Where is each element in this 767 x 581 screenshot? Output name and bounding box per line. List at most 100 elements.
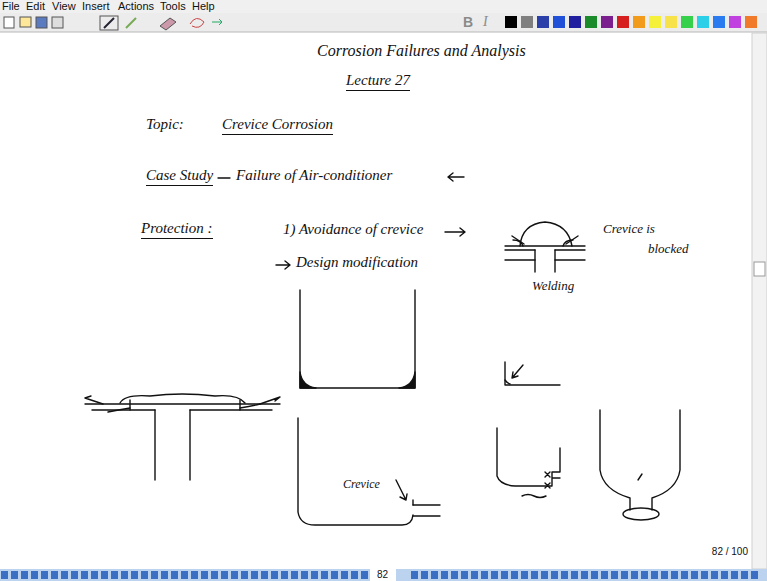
status-segment <box>671 571 678 579</box>
annotation: Crevice <box>343 478 380 492</box>
status-segment <box>41 571 48 579</box>
page-number: 82 <box>377 569 388 581</box>
annotation: Welding <box>532 279 574 294</box>
menu-item: Edit <box>26 0 45 13</box>
arrow <box>276 261 290 269</box>
page-title: Corrosion Failures and Analysis <box>317 42 526 60</box>
status-segment <box>421 571 428 579</box>
status-segment <box>621 571 628 579</box>
status-segment <box>271 571 278 579</box>
status-segment <box>301 571 308 579</box>
status-segment <box>281 571 288 579</box>
status-segment <box>241 571 248 579</box>
status-segment <box>721 571 728 579</box>
arrow <box>448 173 464 181</box>
status-segment <box>81 571 88 579</box>
status-segment <box>351 571 358 579</box>
scroll-thumb <box>754 262 765 276</box>
toolbar-button: I <box>483 14 488 30</box>
toolbar-icons <box>4 16 222 30</box>
note-text: Failure of Air-conditioner <box>236 167 392 184</box>
status-segment <box>731 571 738 579</box>
note-text: 1) Avoidance of crevice <box>283 221 423 238</box>
status-segment <box>31 571 38 579</box>
status-segment <box>511 571 518 579</box>
status-segment <box>711 571 718 579</box>
scroll-bar <box>752 33 767 569</box>
status-patch <box>370 569 396 581</box>
status-segment <box>331 571 338 579</box>
status-segment <box>51 571 58 579</box>
status-segment <box>251 571 258 579</box>
menu-item: Actions <box>118 0 154 13</box>
menu-bar <box>0 0 767 13</box>
status-segment <box>131 571 138 579</box>
status-segment <box>201 571 208 579</box>
toolbar-button: B <box>463 14 473 30</box>
riveted-joint <box>85 394 280 480</box>
status-segment <box>161 571 168 579</box>
welded-container <box>300 290 415 388</box>
status-segment <box>221 571 228 579</box>
status-segment <box>741 571 748 579</box>
corner-joint <box>505 362 560 385</box>
color-palette <box>505 16 757 28</box>
ink-strokes <box>85 173 680 525</box>
menu-item: Help <box>192 0 215 13</box>
status-segment <box>681 571 688 579</box>
status-segment <box>341 571 348 579</box>
status-segment <box>141 571 148 579</box>
status-segment <box>211 571 218 579</box>
annotation: Crevice is <box>603 222 655 237</box>
status-segment <box>151 571 158 579</box>
status-segment <box>611 571 618 579</box>
status-segment <box>111 571 118 579</box>
status-segment <box>551 571 558 579</box>
status-segment <box>91 571 98 579</box>
page-counter: 82 / 100 <box>712 546 748 558</box>
pipe-container <box>298 418 440 525</box>
status-segment <box>521 571 528 579</box>
status-segment <box>601 571 608 579</box>
status-bar <box>0 569 767 581</box>
toolbar <box>0 13 767 32</box>
status-segment <box>661 571 668 579</box>
status-segment <box>261 571 268 579</box>
status-segment <box>701 571 708 579</box>
status-segment <box>531 571 538 579</box>
status-segment <box>191 571 198 579</box>
status-segment <box>501 571 508 579</box>
status-segment <box>541 571 548 579</box>
status-segment <box>641 571 648 579</box>
status-segment <box>491 571 498 579</box>
status-segment <box>461 571 468 579</box>
status-segment <box>21 571 28 579</box>
status-segment <box>171 571 178 579</box>
annotation: blocked <box>648 242 688 257</box>
topic-name: Crevice Corrosion <box>222 116 333 135</box>
status-segment <box>631 571 638 579</box>
status-segment <box>61 571 68 579</box>
menu-item: View <box>52 0 76 13</box>
status-segment <box>321 571 328 579</box>
status-segment <box>651 571 658 579</box>
status-segment <box>311 571 318 579</box>
lecture-number: Lecture 27 <box>346 72 410 91</box>
menu-item: Insert <box>82 0 110 13</box>
topic-label: Topic: <box>146 116 184 133</box>
menu-item: File <box>2 0 20 13</box>
status-segment <box>11 571 18 579</box>
status-segment <box>101 571 108 579</box>
status-segment <box>431 571 438 579</box>
status-segment <box>291 571 298 579</box>
dash <box>218 177 230 178</box>
status-segment <box>441 571 448 579</box>
status-segment <box>471 571 478 579</box>
status-segment <box>121 571 128 579</box>
note-text: Design modification <box>296 254 418 271</box>
drain-container <box>497 428 560 498</box>
status-segment <box>231 571 238 579</box>
status-segment <box>1 571 8 579</box>
menu-item: Tools <box>160 0 186 13</box>
